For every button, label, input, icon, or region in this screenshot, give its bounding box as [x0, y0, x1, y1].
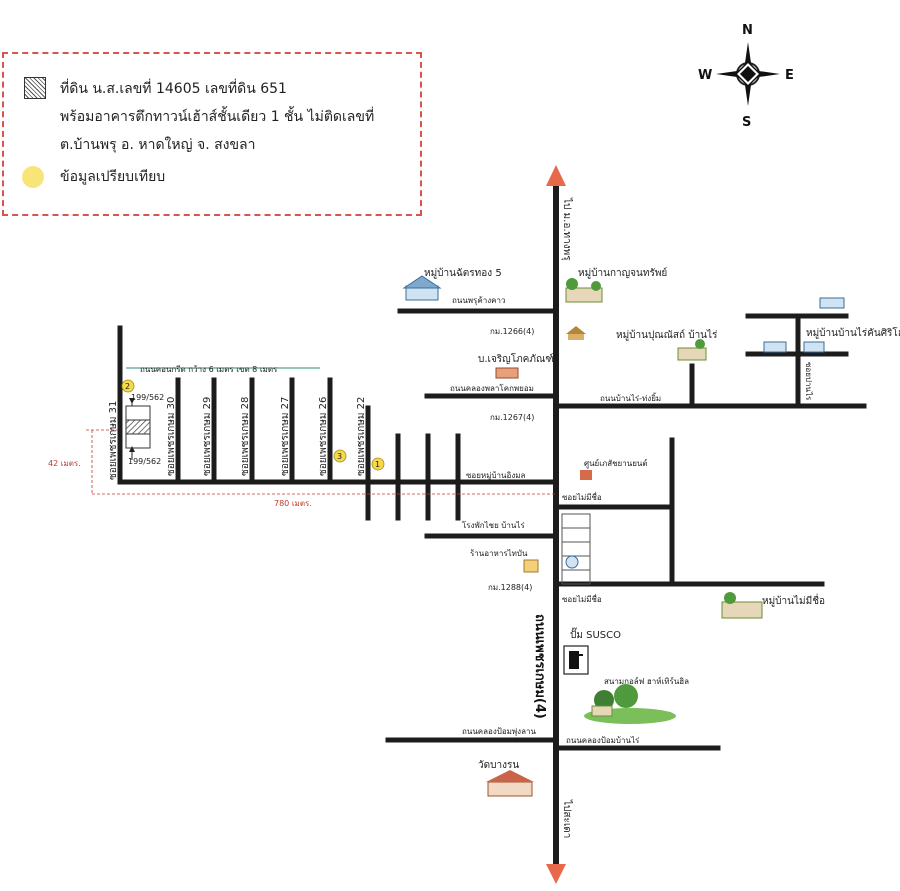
- compass-s: S: [742, 115, 751, 130]
- soi28-label: ซอยเพชรเกษม 28: [240, 397, 251, 476]
- road-side-right-label: ซอยปานไร: [804, 362, 813, 401]
- village-punnasak-label: หมู่บ้านปุณณัสถ์ บ้านไร่: [616, 329, 718, 341]
- main-road-label: ถนนเพชรเกษม(4): [532, 614, 547, 719]
- soi26-label: ซอยเพชรเกษม 26: [318, 397, 329, 476]
- soi-no-name-2-label: ซอยไม่มีชื่อ: [562, 593, 602, 604]
- fuel-station-icon: [563, 645, 589, 675]
- soi31-label: ซอยเพชรเกษม 31: [108, 401, 119, 480]
- marker-3-label: 3: [337, 452, 342, 461]
- road-khlong-phrao-label: ถนนคลองพลาโคกพยอม: [450, 383, 534, 393]
- soi30-label: ซอยเพชรเกษม 30: [166, 397, 177, 476]
- road-banrai-thungyim-label: ถนนบ้านไร่-ท่งยิ้ม: [600, 392, 661, 403]
- hospital-label: โรงพักไชย บ้านไร่: [462, 520, 525, 530]
- susco-label: ปั๊ม SUSCO: [570, 627, 621, 641]
- plot-number-top: 199/562: [131, 393, 164, 402]
- road-pomphuang-label: ถนนคลองป้อมพุ่งลาน: [462, 727, 536, 736]
- marker-2-label: 2: [125, 382, 130, 391]
- village-kanjana-label: หมู่บ้านกาญจนทรัพย์: [578, 267, 667, 279]
- blue-building-icon: [565, 555, 579, 569]
- road-pombanrai-label: ถนนคลองป้อมบ้านไร่: [566, 736, 640, 745]
- roads: [117, 308, 867, 751]
- plot-number-bottom: 199/562: [128, 457, 161, 466]
- subject-plot: [125, 398, 151, 460]
- company-charoen-label: บ.เจริญโภคภัณฑ์: [478, 352, 554, 365]
- distance-42m: 42 เมตร.: [48, 459, 81, 468]
- restaurant-icon: [523, 559, 539, 573]
- soi22-label: ซอยเพชรเกษม 22: [356, 397, 367, 476]
- soi29-label: ซอยเพชรเกษม 29: [202, 397, 213, 476]
- company-building-icon: [495, 367, 519, 379]
- km1267-label: กม.1267(4): [490, 413, 534, 422]
- building-grid: [561, 513, 591, 585]
- village-banrai-siri-label: หมู่บ้านบ้านไร่คันศิริโฮม: [806, 326, 900, 339]
- to-top-label: ไป ม.อ.ทางพรุ: [561, 197, 573, 261]
- compass-rose: N S W E: [698, 23, 794, 130]
- legend-line-4: ข้อมูลเปรียบเทียบ: [60, 169, 166, 185]
- soi-width-note: ถนนคอนกรีต กว้าง 6 เมตร เขต 8 เมตร: [140, 365, 278, 374]
- service-center-label: ศูนย์เภสัชยานยนต์: [584, 458, 648, 469]
- house-brown-icon: [566, 326, 586, 340]
- compass-n: N: [742, 23, 753, 38]
- village-house-icon: [402, 275, 442, 301]
- dimension-lines: [86, 429, 556, 495]
- village-maimichue-label: หมู่บ้านไม่มีชื่อ: [762, 593, 825, 607]
- golf-label: สนามกอล์ฟ ฮาห์เทิร์นฮิล: [604, 676, 689, 686]
- village-maimichue-icon: [721, 592, 763, 619]
- compass-w: W: [698, 68, 712, 83]
- comparison-markers: [121, 379, 385, 471]
- soi27-label: ซอยเพชรเกษม 27: [280, 397, 291, 476]
- soi-no-name-1-label: ซอยไม่มีชื่อ: [562, 491, 602, 502]
- arrow-north: [546, 165, 566, 186]
- km1266-label: กม.1266(4): [490, 327, 534, 336]
- distance-780m: 780 เมตร.: [274, 499, 312, 508]
- service-center-icon: [580, 470, 592, 480]
- to-bottom-label: ไปสะเดา: [561, 799, 573, 838]
- village-right-icons: [763, 297, 845, 353]
- legend-box: ที่ดิน น.ส.เลขที่ 14605 เลขที่ดิน 651 พร…: [2, 52, 422, 216]
- village-chatthong-label: หมู่บ้านฉัตรทอง 5: [424, 267, 502, 279]
- legend-line-3: ต.บ้านพรุ อ. หาดใหญ่ จ. สงขลา: [60, 137, 256, 153]
- legend-line-2: พร้อมอาคารตึกทาวน์เฮ้าส์ชั้นเดียว 1 ชั้น…: [60, 109, 375, 125]
- village-tree-icon: [565, 278, 603, 303]
- comparison-marker-swatch: [22, 166, 44, 188]
- restaurant-label: ร้านอาหารไทบัน: [470, 549, 528, 558]
- legend-line-1: ที่ดิน น.ส.เลขที่ 14605 เลขที่ดิน 651: [60, 81, 287, 97]
- soi-ingmon-label: ซอยหมู่บ้านอิงมล: [466, 471, 525, 481]
- km1288-label: กม.1288(4): [488, 583, 532, 592]
- wat-bangrun-label: วัดบางรน: [478, 760, 519, 771]
- village-punnasak-icon: [677, 339, 707, 361]
- compass-e: E: [785, 68, 794, 83]
- road-phrukhangkhao-label: ถนนพรุค้างคาว: [452, 296, 505, 305]
- golf-course-icon: [584, 684, 676, 724]
- hatched-plot-swatch: [24, 77, 46, 99]
- arrow-south: [546, 864, 566, 884]
- marker-1-label: 1: [375, 460, 380, 469]
- temple-icon: [486, 770, 534, 797]
